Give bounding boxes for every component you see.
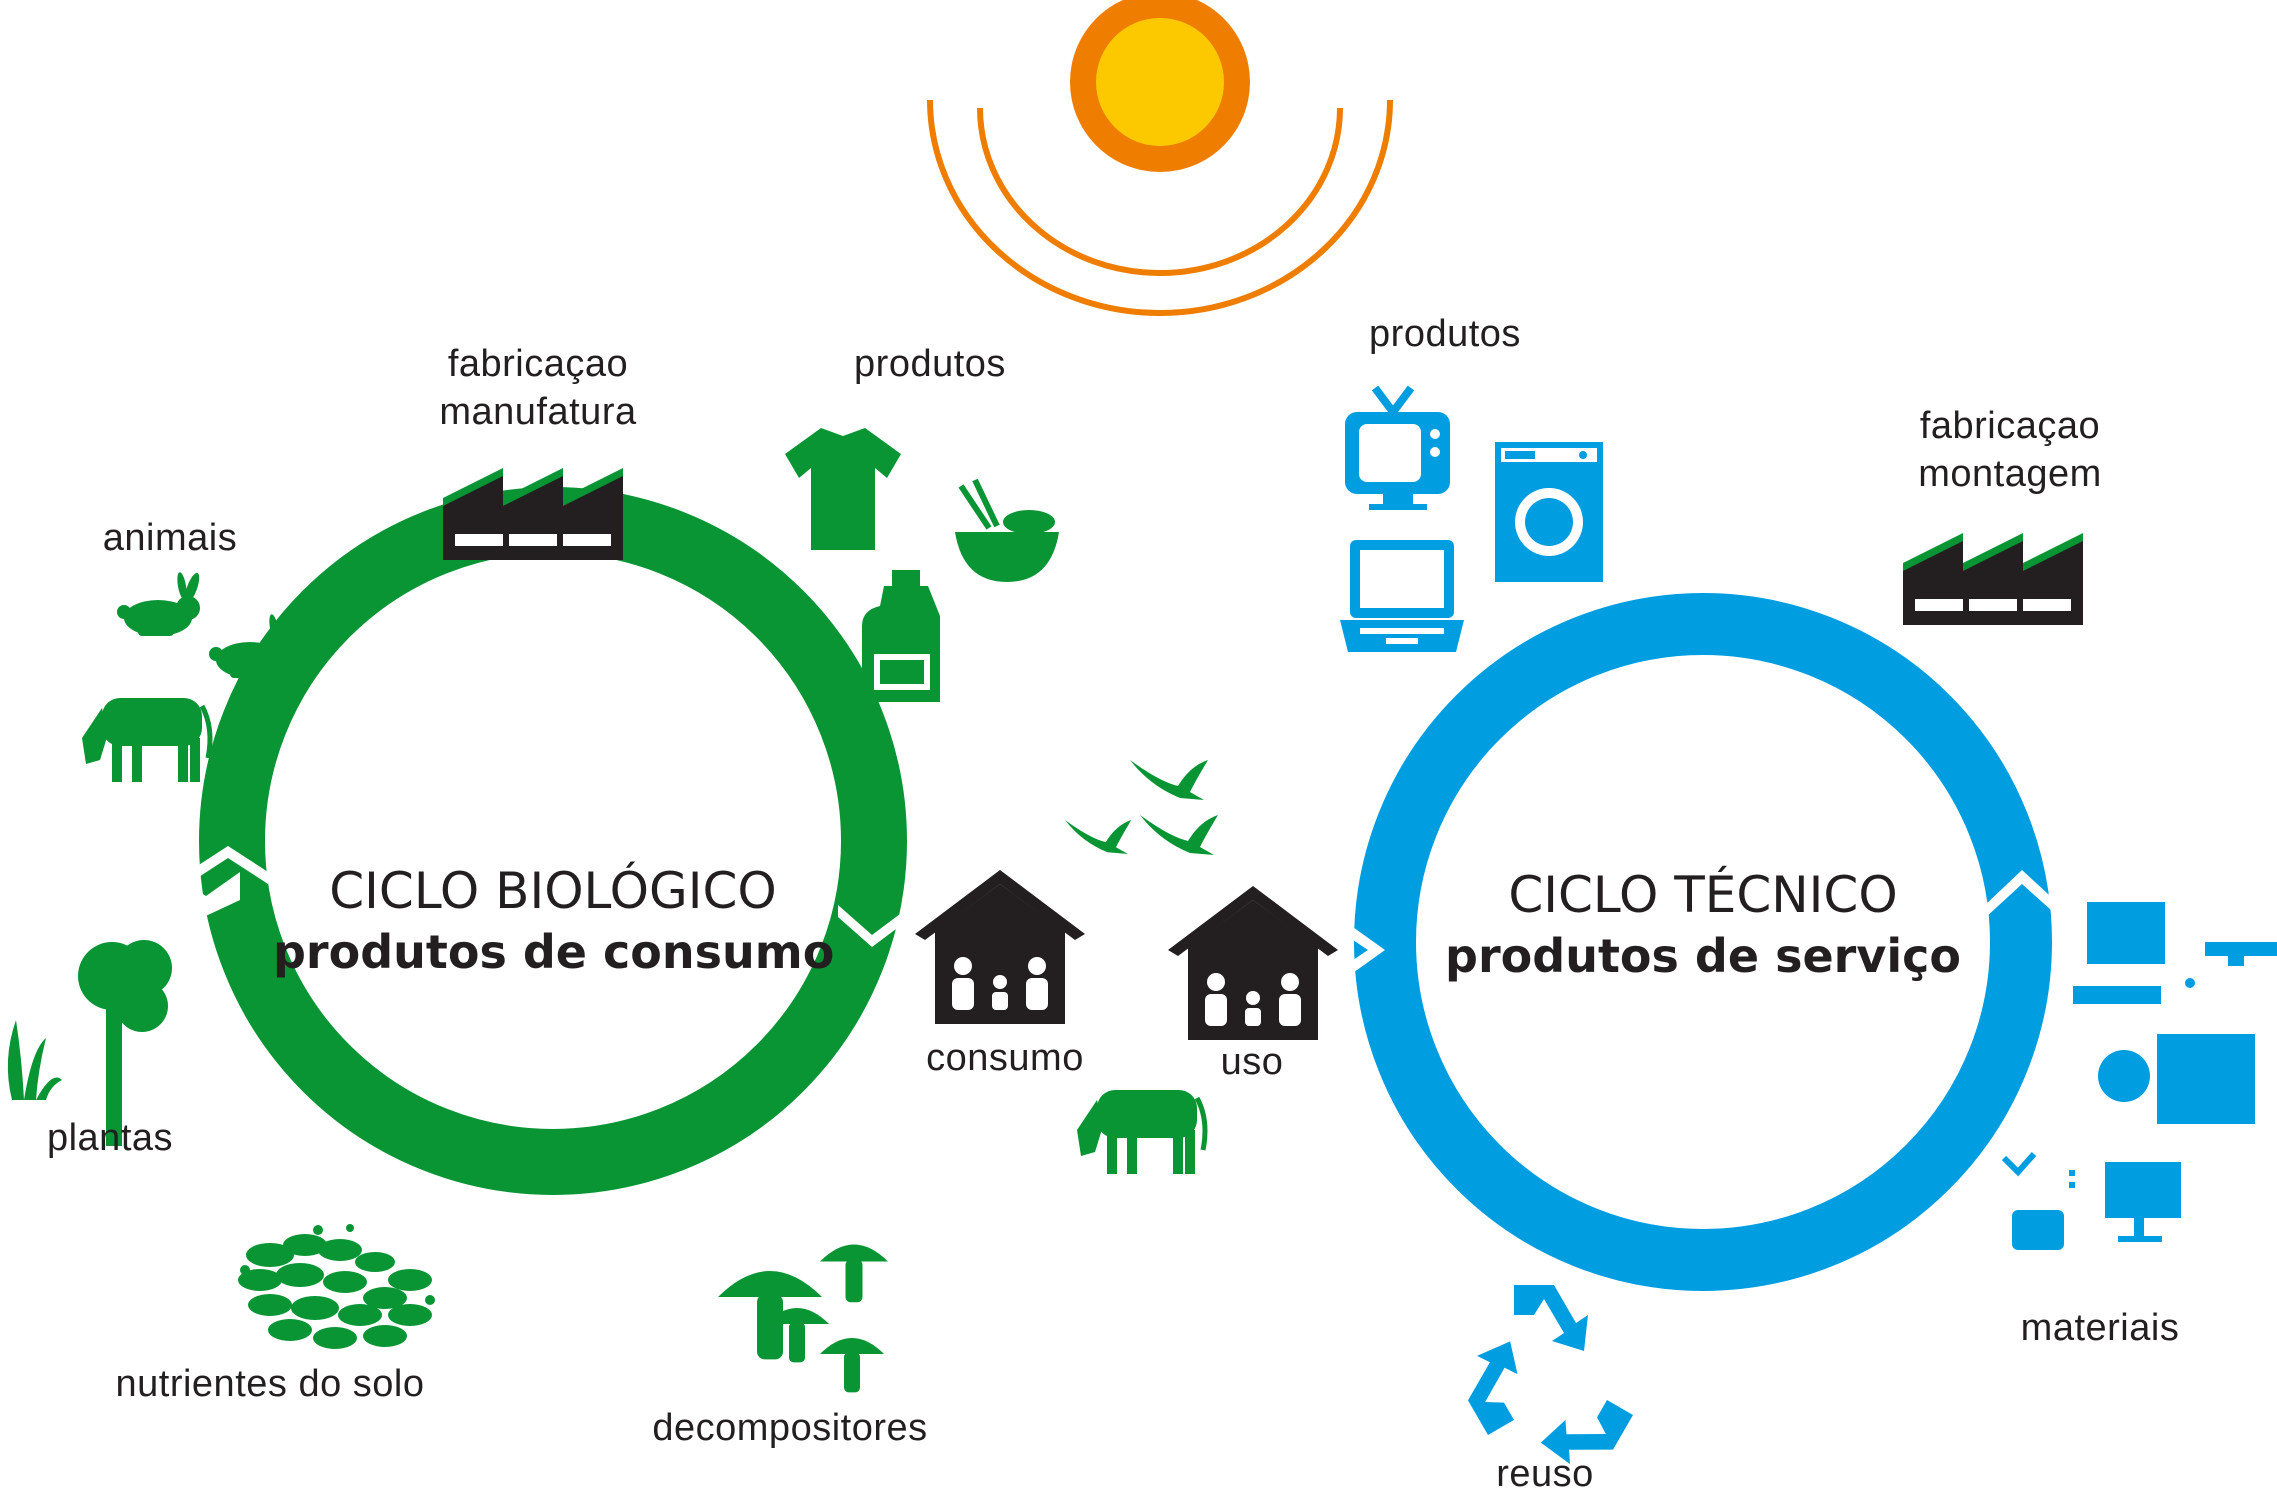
mushroom-icon <box>820 1338 884 1393</box>
bottle-icon <box>862 570 940 702</box>
label-use: uso <box>1220 1041 1284 1083</box>
label-decomposers: decompositores <box>652 1407 928 1449</box>
grass-icon <box>7 1020 62 1100</box>
label-bio-manufacturing-1: fabricaçao <box>447 343 629 385</box>
label-bio-manufacturing-2: manufatura <box>439 391 637 433</box>
tech-cycle-subtitle: produtos de serviço <box>1445 929 1961 983</box>
factory-icon <box>1903 533 2083 625</box>
cow-icon <box>82 698 210 782</box>
label-consumption: consumo <box>926 1037 1084 1079</box>
rabbit-icon <box>117 571 203 636</box>
label-tech-manufacturing-2: montagem <box>1918 453 2102 495</box>
mushroom-icon <box>820 1244 888 1303</box>
materials-parts-icon <box>2001 902 2277 1250</box>
food-bowl-icon <box>955 478 1059 582</box>
tshirt-icon <box>785 428 901 550</box>
house-family-icon <box>915 870 1085 1024</box>
laptop-icon <box>1340 540 1464 652</box>
bio-cycle-title: CICLO BIOLÓGICO <box>329 862 777 920</box>
label-materials: materiais <box>2020 1307 2180 1349</box>
bio-cycle-subtitle: produtos de consumo <box>273 925 835 979</box>
soil-nutrients-icon <box>238 1224 435 1349</box>
washing-machine-icon <box>1495 442 1603 582</box>
tv-icon <box>1345 385 1450 510</box>
label-bio-products: produtos <box>854 343 1006 385</box>
house-family-icon <box>1168 886 1338 1040</box>
tree-icon <box>78 940 172 1146</box>
label-tech-products: produtos <box>1369 313 1521 355</box>
label-soil-nutrients: nutrientes do solo <box>115 1363 425 1405</box>
factory-icon <box>443 468 623 560</box>
label-tech-manufacturing-1: fabricaçao <box>1919 405 2101 447</box>
label-animals: animais <box>102 517 238 559</box>
bird-icon <box>1065 820 1132 854</box>
tech-cycle-title: CICLO TÉCNICO <box>1508 866 1898 924</box>
label-plants: plantas <box>46 1117 174 1159</box>
cow-icon <box>1077 1090 1205 1174</box>
technical-cycle-ring <box>1350 593 2060 1291</box>
bird-icon <box>1130 760 1208 800</box>
bird-icon <box>1140 815 1218 855</box>
label-reuse: reuso <box>1496 1453 1594 1495</box>
sun-icon <box>927 0 1393 316</box>
